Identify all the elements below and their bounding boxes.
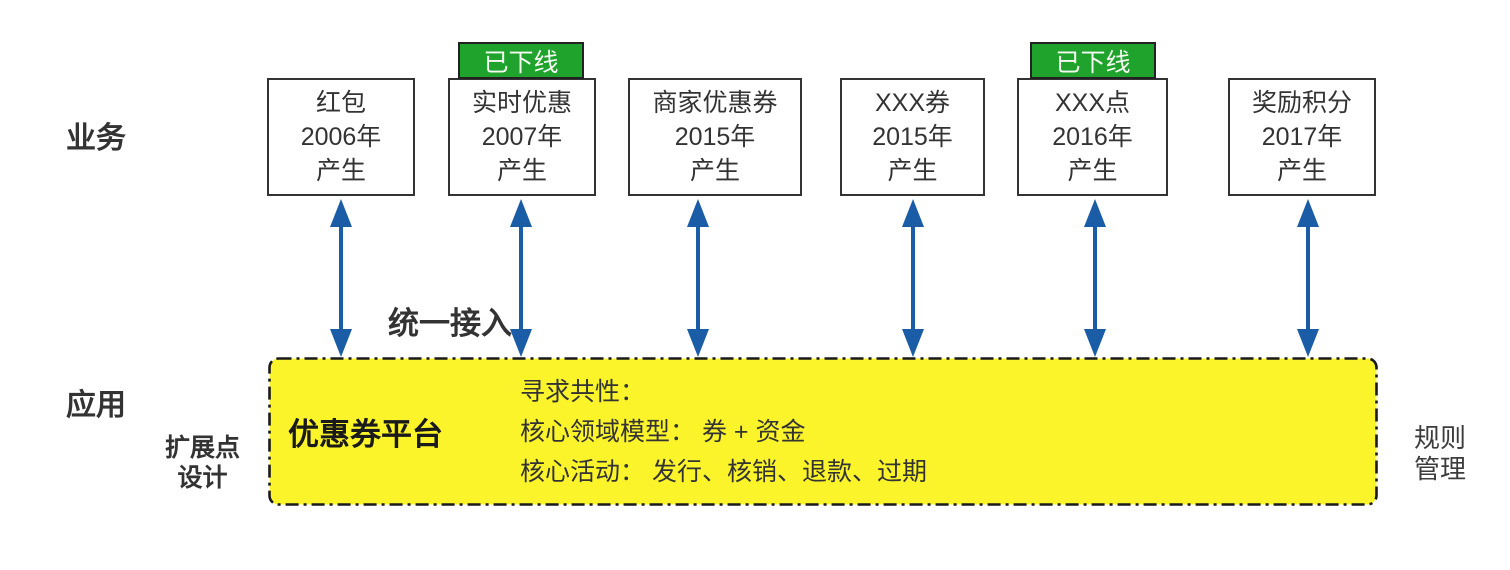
extension-point-line2: 设计 bbox=[177, 464, 228, 492]
business-box-reward-points: 奖励积分 2017年 产生 bbox=[1228, 78, 1376, 196]
arrow-shaft bbox=[519, 219, 523, 337]
platform-line-core-activities: 核心活动： 发行、核销、退款、过期 bbox=[520, 458, 927, 486]
double-arrow bbox=[1082, 199, 1108, 357]
business-box-redpacket: 红包 2006年 产生 bbox=[267, 78, 415, 196]
label-application: 应用 bbox=[66, 389, 126, 422]
arrow-head-up-icon bbox=[510, 199, 532, 227]
arrow-shaft bbox=[1093, 219, 1097, 337]
arrow-head-down-icon bbox=[510, 329, 532, 357]
business-box-origin: 产生 bbox=[315, 157, 366, 185]
offline-status-badge: 已下线 bbox=[458, 42, 584, 79]
business-box-name: XXX点 bbox=[1054, 89, 1131, 117]
business-box-name: 实时优惠 bbox=[471, 89, 572, 117]
arrow-head-down-icon bbox=[687, 329, 709, 357]
double-arrow bbox=[508, 199, 534, 357]
arrow-head-down-icon bbox=[902, 329, 924, 357]
offline-status-badge: 已下线 bbox=[1030, 42, 1156, 79]
business-box-year: 2006年 bbox=[300, 123, 382, 151]
business-box-merchant-coupon: 商家优惠券 2015年 产生 bbox=[628, 78, 802, 196]
label-rule-management: 规则 管理 bbox=[1414, 423, 1466, 485]
business-box-origin: 产生 bbox=[496, 157, 547, 185]
arrow-head-down-icon bbox=[1084, 329, 1106, 357]
arrow-head-up-icon bbox=[902, 199, 924, 227]
business-box-name: XXX券 bbox=[874, 89, 951, 117]
business-box-name: 奖励积分 bbox=[1251, 89, 1352, 117]
business-box-xxx-coupon: XXX券 2015年 产生 bbox=[840, 78, 985, 196]
business-box-origin: 产生 bbox=[1067, 157, 1118, 185]
arrow-head-down-icon bbox=[1297, 329, 1319, 357]
business-box-year: 2017年 bbox=[1261, 123, 1343, 151]
label-extension-point-design: 扩展点 设计 bbox=[150, 433, 255, 493]
extension-point-line1: 扩展点 bbox=[164, 434, 240, 462]
arrow-head-down-icon bbox=[330, 329, 352, 357]
arrow-head-up-icon bbox=[330, 199, 352, 227]
arrow-shaft bbox=[696, 219, 700, 337]
business-box-origin: 产生 bbox=[887, 157, 938, 185]
business-box-year: 2015年 bbox=[872, 123, 953, 151]
business-box-year: 2016年 bbox=[1052, 123, 1133, 151]
business-box-origin: 产生 bbox=[689, 157, 740, 185]
platform-title: 优惠券平台 bbox=[288, 417, 443, 452]
rule-management-line2: 管理 bbox=[1414, 454, 1467, 484]
label-unified-access: 统一接入 bbox=[388, 306, 512, 341]
platform-description: 寻求共性： 核心领域模型： 券 + 资金 核心活动： 发行、核销、退款、过期 bbox=[520, 372, 927, 492]
business-box-year: 2015年 bbox=[674, 123, 756, 151]
business-box-name: 红包 bbox=[315, 89, 366, 117]
arrow-shaft bbox=[1306, 219, 1310, 337]
arrow-head-up-icon bbox=[1297, 199, 1319, 227]
arrow-head-up-icon bbox=[687, 199, 709, 227]
double-arrow bbox=[328, 199, 354, 357]
platform-line-domain-model: 核心领域模型： 券 + 资金 bbox=[520, 418, 806, 446]
business-box-xxx-points: XXX点 2016年 产生 bbox=[1017, 78, 1168, 196]
business-box-year: 2007年 bbox=[481, 123, 563, 151]
coupon-platform-box: 优惠券平台 寻求共性： 核心领域模型： 券 + 资金 核心活动： 发行、核销、退… bbox=[268, 357, 1378, 506]
double-arrow bbox=[685, 199, 711, 357]
platform-line-commonality: 寻求共性： bbox=[520, 378, 646, 406]
double-arrow bbox=[1295, 199, 1321, 357]
label-business: 业务 bbox=[66, 122, 126, 155]
business-box-realtime-discount: 实时优惠 2007年 产生 bbox=[448, 78, 596, 196]
arrow-head-up-icon bbox=[1084, 199, 1106, 227]
arrow-shaft bbox=[911, 219, 915, 337]
rule-management-line1: 规则 bbox=[1414, 423, 1467, 453]
double-arrow bbox=[900, 199, 926, 357]
platform-dashed-frame bbox=[268, 357, 1378, 506]
arrow-shaft bbox=[339, 219, 343, 337]
business-box-name: 商家优惠券 bbox=[652, 89, 778, 117]
business-box-origin: 产生 bbox=[1276, 157, 1327, 185]
